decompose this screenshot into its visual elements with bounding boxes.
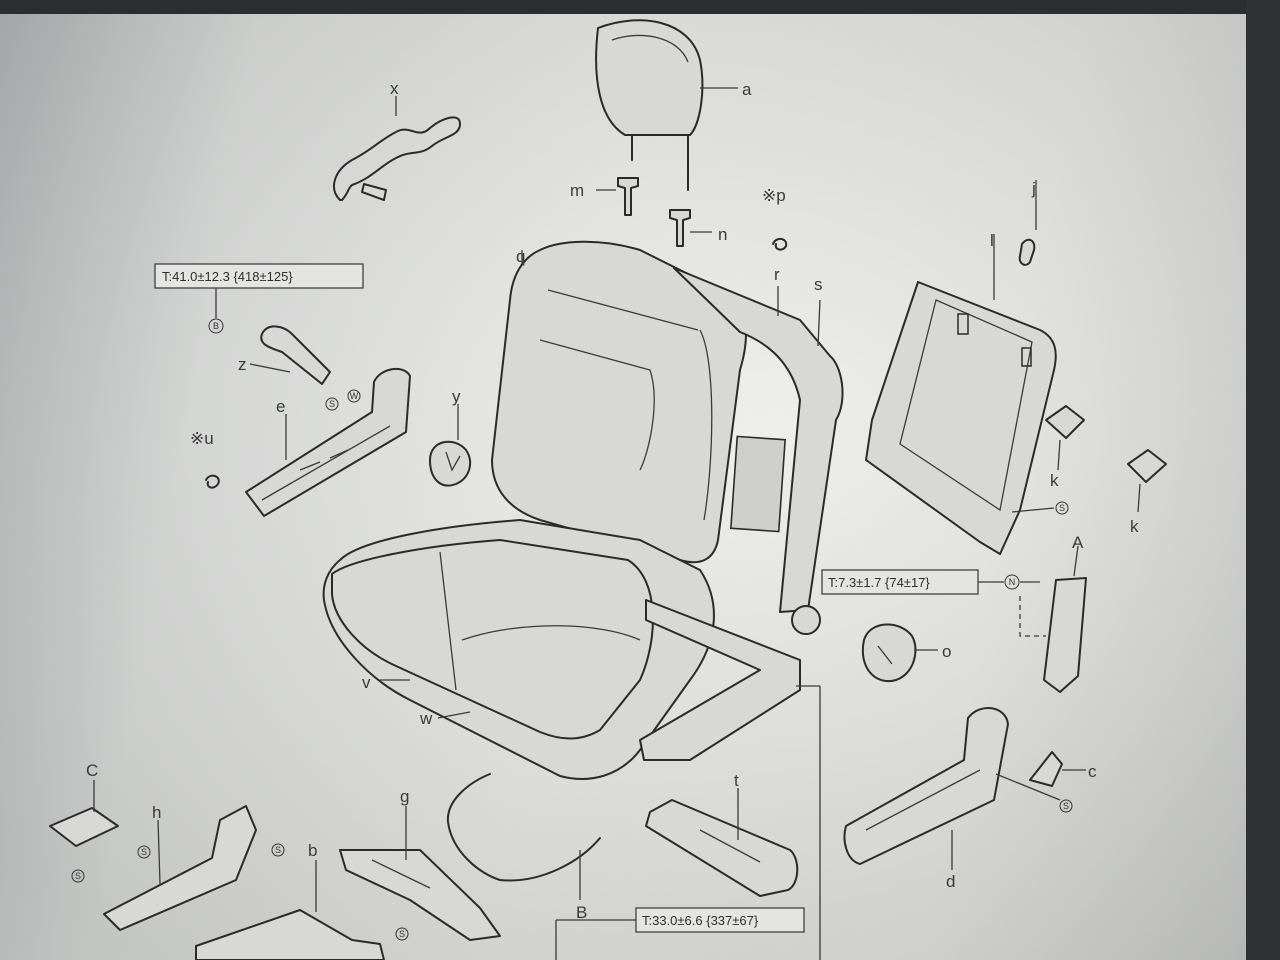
svg-text:S: S <box>329 399 335 409</box>
label-h: h <box>152 803 161 822</box>
svg-text:N: N <box>1009 577 1016 587</box>
back-board-l[interactable] <box>865 234 1057 555</box>
svg-text:S: S <box>75 871 81 881</box>
label-v: v <box>362 673 371 692</box>
torque-spec-3-text: T:33.0±6.6 {337±67} <box>642 913 759 928</box>
torque-spec-2-text: T:7.3±1.7 {74±17} <box>828 575 930 590</box>
label-t: t <box>734 771 739 790</box>
clip-u[interactable] <box>205 474 220 489</box>
cover-y[interactable] <box>429 404 472 487</box>
seat-back-q[interactable] <box>491 240 844 613</box>
label-b: b <box>308 841 317 860</box>
svg-text:S: S <box>1063 801 1069 811</box>
monitor-bezel-right <box>1246 0 1280 960</box>
label-l: l <box>990 231 994 250</box>
bracket-g[interactable] <box>339 806 501 941</box>
label-u: ※u <box>190 429 214 448</box>
label-o: o <box>942 642 951 661</box>
label-d: d <box>946 872 955 891</box>
bolt-m[interactable] <box>596 177 639 216</box>
cover-t[interactable] <box>645 788 799 897</box>
label-y: y <box>452 387 461 406</box>
recliner-knob[interactable] <box>791 605 821 635</box>
torque-spec-1: T:41.0±12.3 {418±125} B <box>154 263 364 334</box>
label-A: A <box>1072 533 1084 552</box>
label-w: w <box>419 709 433 728</box>
label-r: r <box>774 265 780 284</box>
svg-text:S: S <box>275 845 281 855</box>
label-e: e <box>276 397 285 416</box>
label-a: a <box>742 80 752 99</box>
cable-x[interactable] <box>333 96 461 201</box>
label-B: B <box>576 903 587 922</box>
label-q: q <box>516 247 525 266</box>
wire-B[interactable] <box>446 773 601 900</box>
clip-p[interactable] <box>772 238 788 251</box>
svg-text:S: S <box>1059 503 1065 513</box>
lever-A[interactable] <box>1019 545 1087 693</box>
pan-b[interactable]: S <box>195 860 409 960</box>
label-k-2: k <box>1130 517 1139 536</box>
svg-text:S: S <box>399 929 405 939</box>
svg-text:B: B <box>213 321 219 331</box>
side-cover-d[interactable]: S <box>843 706 1073 870</box>
label-n: n <box>718 225 727 244</box>
seat-cushion-v-w[interactable] <box>322 519 801 780</box>
label-x: x <box>390 79 399 98</box>
label-s: s <box>814 275 823 294</box>
side-cover-e[interactable] <box>245 367 411 517</box>
label-c: c <box>1088 762 1097 781</box>
headrest-part[interactable] <box>595 19 738 191</box>
label-k-1: k <box>1050 471 1059 490</box>
spring-j[interactable] <box>1018 180 1037 266</box>
label-z: z <box>238 355 247 374</box>
cap-c[interactable] <box>1029 751 1086 787</box>
clip-k-1[interactable] <box>1045 405 1085 439</box>
torque-spec-2: T:7.3±1.7 {74±17} N <box>821 569 1040 595</box>
torque-spec-3: T:33.0±6.6 {337±67} <box>555 685 821 960</box>
callout-labels: a b c d e g h j k k l m n o ※p q r s t ※… <box>86 79 1139 922</box>
label-g: g <box>400 787 409 806</box>
bolt-n[interactable] <box>669 209 712 247</box>
cover-o[interactable] <box>861 623 938 683</box>
clip-k-2[interactable] <box>1127 449 1167 483</box>
svg-text:S: S <box>141 847 147 857</box>
label-j: j <box>1031 179 1036 198</box>
torque-spec-1-text: T:41.0±12.3 {418±125} <box>162 269 293 284</box>
svg-text:W: W <box>350 391 359 401</box>
label-m: m <box>570 181 584 200</box>
monitor-bezel-top <box>0 0 1280 14</box>
label-p: ※p <box>762 186 786 205</box>
bracket-C[interactable]: S <box>49 780 119 883</box>
bracket-h[interactable]: S S <box>103 805 285 931</box>
label-C: C <box>86 761 98 780</box>
lever-z[interactable]: S W <box>249 325 361 411</box>
